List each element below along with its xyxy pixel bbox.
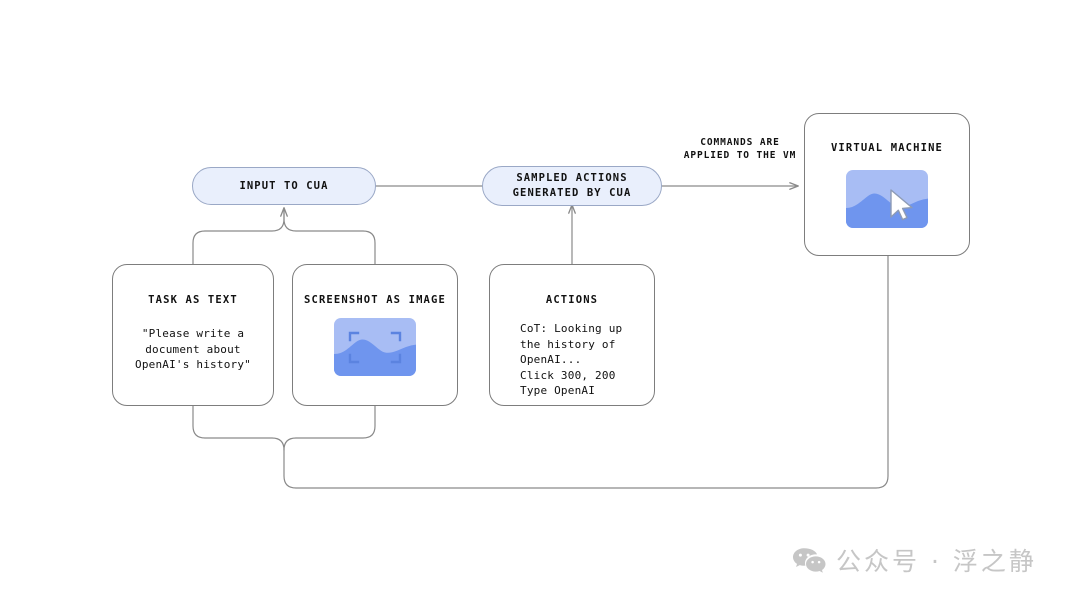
node-virtual-machine[interactable]: VIRTUAL MACHINE <box>804 113 970 256</box>
vm-screenshot-icon <box>846 170 928 228</box>
task-as-text-title: TASK AS TEXT <box>148 294 238 306</box>
virtual-machine-title: VIRTUAL MACHINE <box>830 142 944 154</box>
node-task-as-text[interactable]: TASK AS TEXT "Please write a document ab… <box>112 264 274 406</box>
node-actions[interactable]: ACTIONS CoT: Looking up the history of O… <box>489 264 655 406</box>
vm-thumbnail-graphic <box>846 189 928 228</box>
edge-label-commands-applied: COMMANDS ARE APPLIED TO THE VM <box>683 137 797 161</box>
wechat-icon <box>793 548 826 573</box>
thumbnail-graphic <box>334 331 416 376</box>
task-as-text-body: "Please write a document about OpenAI's … <box>135 327 251 371</box>
node-input-to-cua-label: INPUT TO CUA <box>239 179 329 192</box>
screenshot-thumbnail-icon <box>334 318 416 376</box>
node-input-to-cua[interactable]: INPUT TO CUA <box>192 167 376 205</box>
watermark: 公众号 · 浮之静 <box>792 542 1037 578</box>
watermark-text: 公众号 · 浮之静 <box>836 547 1037 576</box>
actions-title: ACTIONS <box>545 294 599 306</box>
node-sampled-actions-label: SAMPLED ACTIONS GENERATED BY CUA <box>512 172 632 199</box>
mouse-cursor-icon <box>890 189 913 221</box>
actions-body: CoT: Looking up the history of OpenAI...… <box>520 322 623 397</box>
node-sampled-actions[interactable]: SAMPLED ACTIONS GENERATED BY CUA <box>482 166 662 206</box>
screenshot-as-image-title: SCREENSHOT AS IMAGE <box>304 294 446 306</box>
